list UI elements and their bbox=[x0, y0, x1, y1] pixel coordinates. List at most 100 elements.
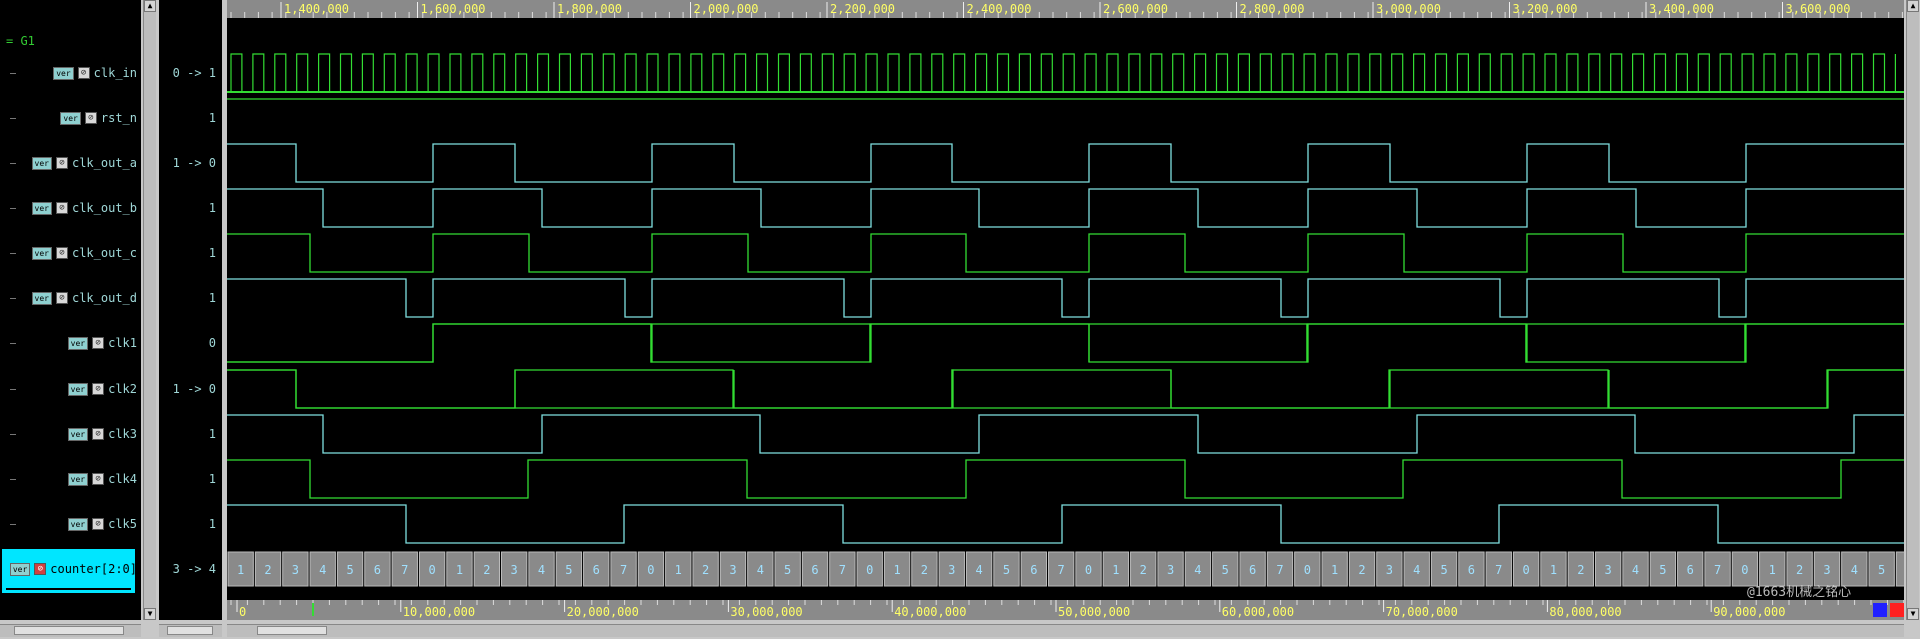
bus-value: 5 bbox=[1659, 563, 1666, 577]
signal-row-clk3[interactable]: ver⊘clk3 bbox=[67, 424, 137, 444]
bus-value: 1 bbox=[675, 563, 682, 577]
signal-row-rst-n[interactable]: ver⊘rst_n bbox=[60, 108, 137, 128]
signal-value: 1 -> 0 bbox=[172, 382, 216, 396]
signal-row-clk2[interactable]: ver⊘clk2 bbox=[67, 379, 137, 399]
verilog-badge-icon: ver bbox=[60, 111, 81, 125]
row-tick bbox=[10, 343, 16, 344]
signal-lock-icon[interactable]: ⊘ bbox=[55, 157, 68, 169]
bus-segment bbox=[1130, 551, 1157, 587]
values-hscrollbar[interactable] bbox=[159, 624, 222, 637]
signal-lock-icon[interactable]: ⊘ bbox=[92, 383, 105, 395]
signal-row-clk1[interactable]: ver⊘clk1 bbox=[67, 333, 137, 353]
signal-row-clk5[interactable]: ver⊘clk5 bbox=[67, 514, 137, 534]
bus-value: 2 bbox=[1577, 563, 1584, 577]
top-ruler-label: 1,800,000 bbox=[557, 2, 622, 16]
bus-value: 6 bbox=[811, 563, 818, 577]
bus-segment bbox=[1212, 551, 1239, 587]
scroll-up-icon[interactable]: ▲ bbox=[144, 0, 156, 12]
signal-lock-icon[interactable]: ⊘ bbox=[77, 67, 90, 79]
signal-value: 1 bbox=[208, 472, 216, 486]
signal-lock-icon[interactable]: ⊘ bbox=[55, 292, 68, 304]
verilog-badge-icon: ver bbox=[31, 291, 52, 305]
group-label[interactable]: = G1 bbox=[6, 34, 35, 48]
signal-row-clk-in[interactable]: ver⊘clk_in bbox=[53, 63, 137, 83]
bus-value: 7 bbox=[1058, 563, 1065, 577]
signal-name: clk_out_c bbox=[71, 246, 137, 260]
signal-lock-icon[interactable]: ⊘ bbox=[92, 518, 105, 530]
bus-segment bbox=[1102, 551, 1130, 587]
bus-value: 7 bbox=[839, 563, 846, 577]
signal-lock-icon[interactable]: ⊘ bbox=[84, 112, 97, 124]
signal-value: 1 bbox=[208, 427, 216, 441]
corner-marker bbox=[1890, 603, 1904, 617]
bus-segment bbox=[1485, 551, 1512, 587]
signal-lock-icon[interactable]: ⊘ bbox=[92, 428, 105, 440]
bus-value: 5 bbox=[1878, 563, 1885, 577]
bus-value: 3 bbox=[1167, 563, 1174, 577]
row-tick bbox=[10, 434, 16, 435]
scroll-down-icon[interactable]: ▼ bbox=[1907, 608, 1919, 620]
signal-row-counter-2-0-[interactable]: ver⊘counter[2:0] bbox=[9, 559, 137, 579]
bus-value: 5 bbox=[346, 563, 353, 577]
bus-value: 3 bbox=[1823, 563, 1830, 577]
bus-value: 1 bbox=[1769, 563, 1776, 577]
bus-segment bbox=[583, 551, 610, 587]
scroll-down-icon[interactable]: ▼ bbox=[144, 608, 156, 620]
bus-segment bbox=[1841, 551, 1868, 587]
signal-row-clk-out-a[interactable]: ver⊘clk_out_a bbox=[31, 153, 137, 173]
signal-value: 3 -> 4 bbox=[172, 562, 216, 576]
bus-value: 3 bbox=[1605, 563, 1612, 577]
waveform-trace bbox=[227, 323, 1904, 363]
bus-value: 4 bbox=[1851, 563, 1858, 577]
bus-value: 0 bbox=[1523, 563, 1530, 577]
scroll-up-icon[interactable]: ▲ bbox=[1907, 0, 1919, 12]
bottom-ruler-label: 30,000,000 bbox=[730, 605, 802, 619]
bus-segment bbox=[1184, 551, 1212, 587]
signal-lock-icon[interactable]: ⊘ bbox=[55, 247, 68, 259]
signal-row-clk-out-c[interactable]: ver⊘clk_out_c bbox=[31, 243, 137, 263]
row-tick bbox=[10, 73, 16, 74]
signal-name: clk_in bbox=[93, 66, 137, 80]
bus-segment bbox=[993, 551, 1020, 587]
top-ruler bbox=[227, 0, 1904, 18]
top-ruler-label: 2,000,000 bbox=[694, 2, 759, 16]
signal-name: clk5 bbox=[108, 517, 137, 531]
signal-value: 1 -> 0 bbox=[172, 156, 216, 170]
bus-value: 2 bbox=[1358, 563, 1365, 577]
wave-hscrollbar[interactable] bbox=[227, 624, 1904, 637]
bus-segment bbox=[501, 551, 528, 587]
bus-segment bbox=[719, 551, 747, 587]
signal-lock-icon[interactable]: ⊘ bbox=[92, 473, 105, 485]
bus-value: 6 bbox=[1687, 563, 1694, 577]
wave-vscrollbar[interactable]: ▲ ▼ bbox=[1906, 0, 1919, 620]
signal-row-clk4[interactable]: ver⊘clk4 bbox=[67, 469, 137, 489]
bus-segment bbox=[446, 551, 473, 587]
names-hscrollbar[interactable] bbox=[0, 624, 141, 637]
bus-value: 6 bbox=[593, 563, 600, 577]
bus-segment bbox=[965, 551, 993, 587]
bus-segment bbox=[1868, 551, 1895, 587]
bus-value: 3 bbox=[729, 563, 736, 577]
signal-row-clk-out-b[interactable]: ver⊘clk_out_b bbox=[31, 198, 137, 218]
signal-lock-icon[interactable]: ⊘ bbox=[92, 337, 105, 349]
bus-segment bbox=[1731, 551, 1759, 587]
bus-segment bbox=[610, 551, 637, 587]
signal-value: 1 bbox=[208, 246, 216, 260]
bus-value: 1 bbox=[237, 563, 244, 577]
bus-value: 5 bbox=[1440, 563, 1447, 577]
bus-value: 5 bbox=[1222, 563, 1229, 577]
bottom-ruler-label: 60,000,000 bbox=[1222, 605, 1294, 619]
bottom-ruler-label: 40,000,000 bbox=[894, 605, 966, 619]
bus-value: 3 bbox=[1386, 563, 1393, 577]
signal-lock-icon[interactable]: ⊘ bbox=[34, 563, 47, 575]
names-vscrollbar[interactable]: ▲ ▼ bbox=[143, 0, 156, 620]
bus-segment bbox=[938, 551, 965, 587]
signal-name: clk_out_b bbox=[71, 201, 137, 215]
verilog-badge-icon: ver bbox=[67, 382, 89, 396]
bus-segment bbox=[528, 551, 555, 587]
signal-row-clk-out-d[interactable]: ver⊘clk_out_d bbox=[31, 288, 137, 308]
signal-lock-icon[interactable]: ⊘ bbox=[55, 202, 68, 214]
